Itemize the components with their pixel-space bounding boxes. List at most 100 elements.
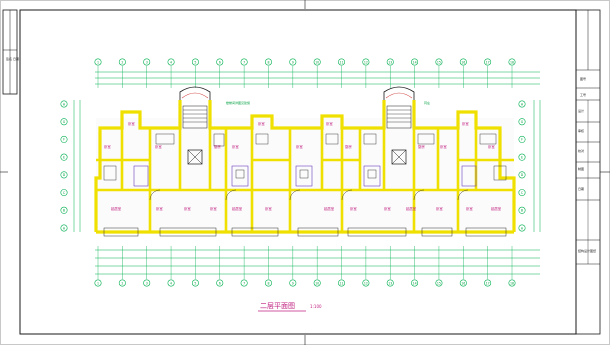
axis-bottom-13-label: 13 [388,281,392,285]
cell-design: 设计 [578,108,584,113]
axis-top-16-bubble [459,58,467,66]
axis-bottom-1-bubble [94,279,102,287]
axis-top-10-label: 10 [315,60,319,64]
axis-right-B-label: B [521,209,523,213]
axis-right-F-label: F [521,138,523,142]
axis-top-6-label: 6 [219,60,221,64]
axis-left-F-label: F [63,138,65,142]
axis-bottom-7-bubble [240,279,248,287]
room-label-5: 卧室 [326,121,333,126]
room-label-16: 卧室 [384,206,391,211]
room-label-12: 起居室 [232,206,243,211]
axis-bottom-6-bubble [216,279,224,287]
axis-left-B-label: B [63,209,65,213]
drawing-title: 二层平面图 [260,302,295,310]
dimension-chain-sides [73,100,541,232]
room-label-10: 卧室 [184,206,191,211]
axis-right-A-bubble [518,224,526,232]
axis-bottom-4-bubble [167,279,175,287]
dimension-chain-bottom [95,249,540,275]
room-label-18: 卧室 [436,206,443,211]
binding-label-sign: 签名 [6,56,12,61]
axis-bottom-16-bubble [459,279,467,287]
cell-check: 校对 [578,148,584,153]
cell-review: 审核 [578,128,584,133]
axis-top-4-bubble [167,58,175,66]
axis-left-E-label: E [63,155,65,159]
axis-top-3-bubble [143,58,151,66]
axis-bottom-18-bubble [508,279,516,287]
axis-top-4-label: 4 [170,60,172,64]
drawing-scale: 1:100 [310,304,322,309]
axis-right-G-label: G [521,120,524,124]
title-block-bottom-label: 结构设计图纸 [578,248,596,253]
axis-bottom-12-label: 12 [364,281,368,285]
axis-right-D-bubble [518,171,526,179]
axis-right-H-label: H [521,102,524,106]
axis-top-1-label: 1 [97,60,99,64]
axis-left-H-bubble [60,100,68,108]
axis-top-11-bubble [338,58,346,66]
axis-top-15-bubble [435,58,443,66]
axis-top-13-bubble [386,58,394,66]
axis-bottom-6-label: 6 [219,281,221,285]
axis-bottom-10-label: 10 [315,281,319,285]
cell-draw: 制图 [578,166,584,171]
axis-left-F-bubble [60,135,68,143]
axis-bottom-8-label: 8 [267,281,269,285]
dimension-chain-top [95,71,540,85]
fixtures [103,133,507,201]
axis-right-G-bubble [518,118,526,126]
axis-bottom-17-label: 17 [486,281,490,285]
axis-top-11-label: 11 [339,60,343,64]
room-label-4: 卧室 [258,121,265,126]
axis-left-A-label: A [63,226,66,230]
room-label-6: 卧室 [462,121,469,126]
stamp-label-drawing-no: 图号 [580,76,586,81]
axis-top-7-label: 7 [243,60,245,64]
axis-top-6-bubble [216,58,224,66]
room-label-19: 卧室 [466,206,473,211]
axis-top-2-label: 2 [121,60,123,64]
axis-bottom-13-bubble [386,279,394,287]
axis-right-D-label: D [521,173,524,177]
axis-top-1-bubble [94,58,102,66]
axis-left-G-label: G [63,120,66,124]
axis-bottom-14-bubble [411,279,419,287]
binding-label-date: 日期 [13,56,19,61]
axis-bottom-3-label: 3 [146,281,148,285]
room-label-15: 卧室 [350,206,357,211]
room-label-25: 厨房 [418,144,425,149]
axis-top-8-bubble [264,58,272,66]
axis-bottom-9-label: 9 [292,281,294,285]
axis-right-C-bubble [518,189,526,197]
floor-plan: 卧室 卧室 卧室 卧室 卧室 卧室 卧室 起居室 卧室 卧室 卧室 起居室 卧室… [94,86,516,237]
axis-bottom-5-bubble [191,279,199,287]
axis-right-A-label: A [521,226,524,230]
stair-bay-left [179,86,211,165]
axis-left-H-label: H [63,102,66,106]
south-windows [103,227,507,237]
axis-top-12-bubble [362,58,370,66]
axis-bottom-3-bubble [143,279,151,287]
axis-top-5-label: 5 [194,60,196,64]
axis-bottom-10-bubble [313,279,321,287]
annotation-note-mid: 同左 [424,100,430,105]
axis-bottom-11-label: 11 [339,281,343,285]
room-labels: 卧室 卧室 卧室 卧室 卧室 卧室 卧室 起居室 卧室 卧室 卧室 起居室 卧室… [104,121,502,211]
axis-bottom-15-label: 15 [437,281,441,285]
room-label-7: 卧室 [488,144,495,149]
walls-interior [96,128,514,232]
axis-right-F-bubble [518,135,526,143]
room-label-2: 卧室 [104,144,111,149]
axis-left-E-bubble [60,153,68,161]
axis-top-2-bubble [118,58,126,66]
room-label-14: 起居室 [324,206,335,211]
room-label-21: 厨房 [214,144,221,149]
room-label-23: 卧室 [296,144,303,149]
room-label-8: 起居室 [111,206,122,211]
